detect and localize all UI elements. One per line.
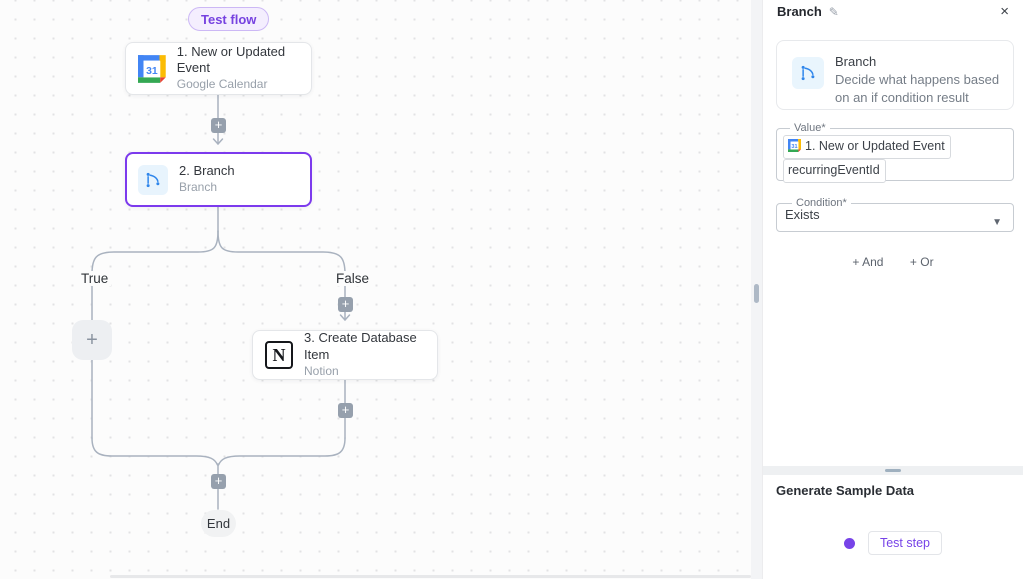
google-calendar-icon: 31	[138, 54, 166, 83]
add-step-button[interactable]: +	[211, 118, 226, 133]
vertical-scrollbar[interactable]	[751, 0, 763, 579]
scrollbar-thumb[interactable]	[754, 284, 759, 303]
value-tokens: 31 1. New or Updated Event recurringEvent…	[783, 135, 1007, 183]
node-subtitle: Notion	[304, 363, 339, 378]
add-step-placeholder-true-branch[interactable]: +	[72, 320, 112, 360]
end-node: End	[201, 510, 236, 537]
node-text: 1. New or Updated Event Google Calendar	[177, 44, 311, 93]
flow-connector-lines	[91, 94, 351, 510]
step-token-label: 1. New or Updated Event	[805, 139, 945, 153]
panel-title: Branch	[777, 4, 822, 19]
node-title: 1. New or Updated Event	[176, 43, 286, 76]
step-token[interactable]: 31 1. New or Updated Event	[783, 135, 951, 159]
node-branch-selected[interactable]: 2. Branch Branch	[125, 152, 312, 207]
branch-icon	[792, 57, 824, 89]
step-settings-panel: Branch ✎ × Branch Decide what happens ba…	[763, 0, 1023, 579]
node-title: 2. Branch	[179, 163, 235, 179]
condition-field-label: Condition*	[796, 197, 847, 209]
step-info-description: Decide what happens based on an if condi…	[835, 72, 1000, 105]
flow-canvas[interactable]: Test flow 31 1. New or Updated Event Goo…	[0, 0, 751, 579]
google-calendar-icon: 31	[788, 139, 801, 152]
add-step-button-merge[interactable]: +	[211, 474, 226, 489]
notion-icon: N	[265, 341, 293, 369]
close-icon[interactable]: ×	[1000, 3, 1009, 20]
value-field-label: Value*	[794, 122, 826, 134]
test-flow-button[interactable]: Test flow	[188, 7, 270, 31]
status-dot-icon	[843, 537, 855, 549]
step-info-title: Branch	[835, 54, 877, 69]
splitter-handle-icon	[885, 469, 901, 472]
horizontal-scrollbar[interactable]	[110, 575, 751, 578]
add-step-button-false-branch[interactable]: +	[338, 297, 353, 312]
node-title: 3. Create Database Item	[304, 330, 417, 362]
branch-false-label: False	[333, 271, 373, 286]
step-info-text: Branch Decide what happens based on an i…	[835, 54, 1003, 109]
add-or-button[interactable]: + Or	[909, 255, 934, 269]
panel-splitter[interactable]	[763, 466, 1023, 475]
test-step-button[interactable]: Test step	[867, 531, 943, 555]
svg-text:31: 31	[791, 144, 797, 150]
svg-text:31: 31	[146, 65, 158, 76]
branch-icon	[138, 164, 168, 195]
condition-selected-value: Exists	[785, 207, 820, 222]
node-text: 3. Create Database Item Notion	[304, 330, 437, 379]
test-step-row: Test step	[763, 531, 1023, 555]
node-new-or-updated-event[interactable]: 31 1. New or Updated Event Google Calend…	[125, 42, 312, 95]
add-step-button-after-notion[interactable]: +	[338, 403, 353, 418]
node-subtitle: Google Calendar	[176, 77, 268, 92]
value-field[interactable]: Value* 31 1. New or Updated Event recurri…	[776, 122, 1014, 183]
edit-name-icon[interactable]: ✎	[828, 4, 839, 19]
add-and-button[interactable]: + And	[852, 255, 884, 269]
logic-buttons-row: + And + Or	[763, 253, 1023, 271]
chevron-down-icon[interactable]: ▼	[992, 217, 1002, 228]
node-subtitle: Branch	[179, 180, 218, 195]
branch-true-label: True	[78, 271, 112, 286]
panel-header: Branch ✎ ×	[777, 4, 1009, 19]
step-info-card: Branch Decide what happens based on an i…	[776, 40, 1014, 110]
node-text: 2. Branch Branch	[179, 163, 235, 196]
field-token[interactable]: recurringEventId	[783, 159, 886, 183]
condition-field[interactable]: Condition* Exists ▼	[776, 197, 1014, 232]
generate-sample-data-title: Generate Sample Data	[776, 483, 915, 498]
node-create-database-item[interactable]: N 3. Create Database Item Notion	[252, 330, 438, 380]
